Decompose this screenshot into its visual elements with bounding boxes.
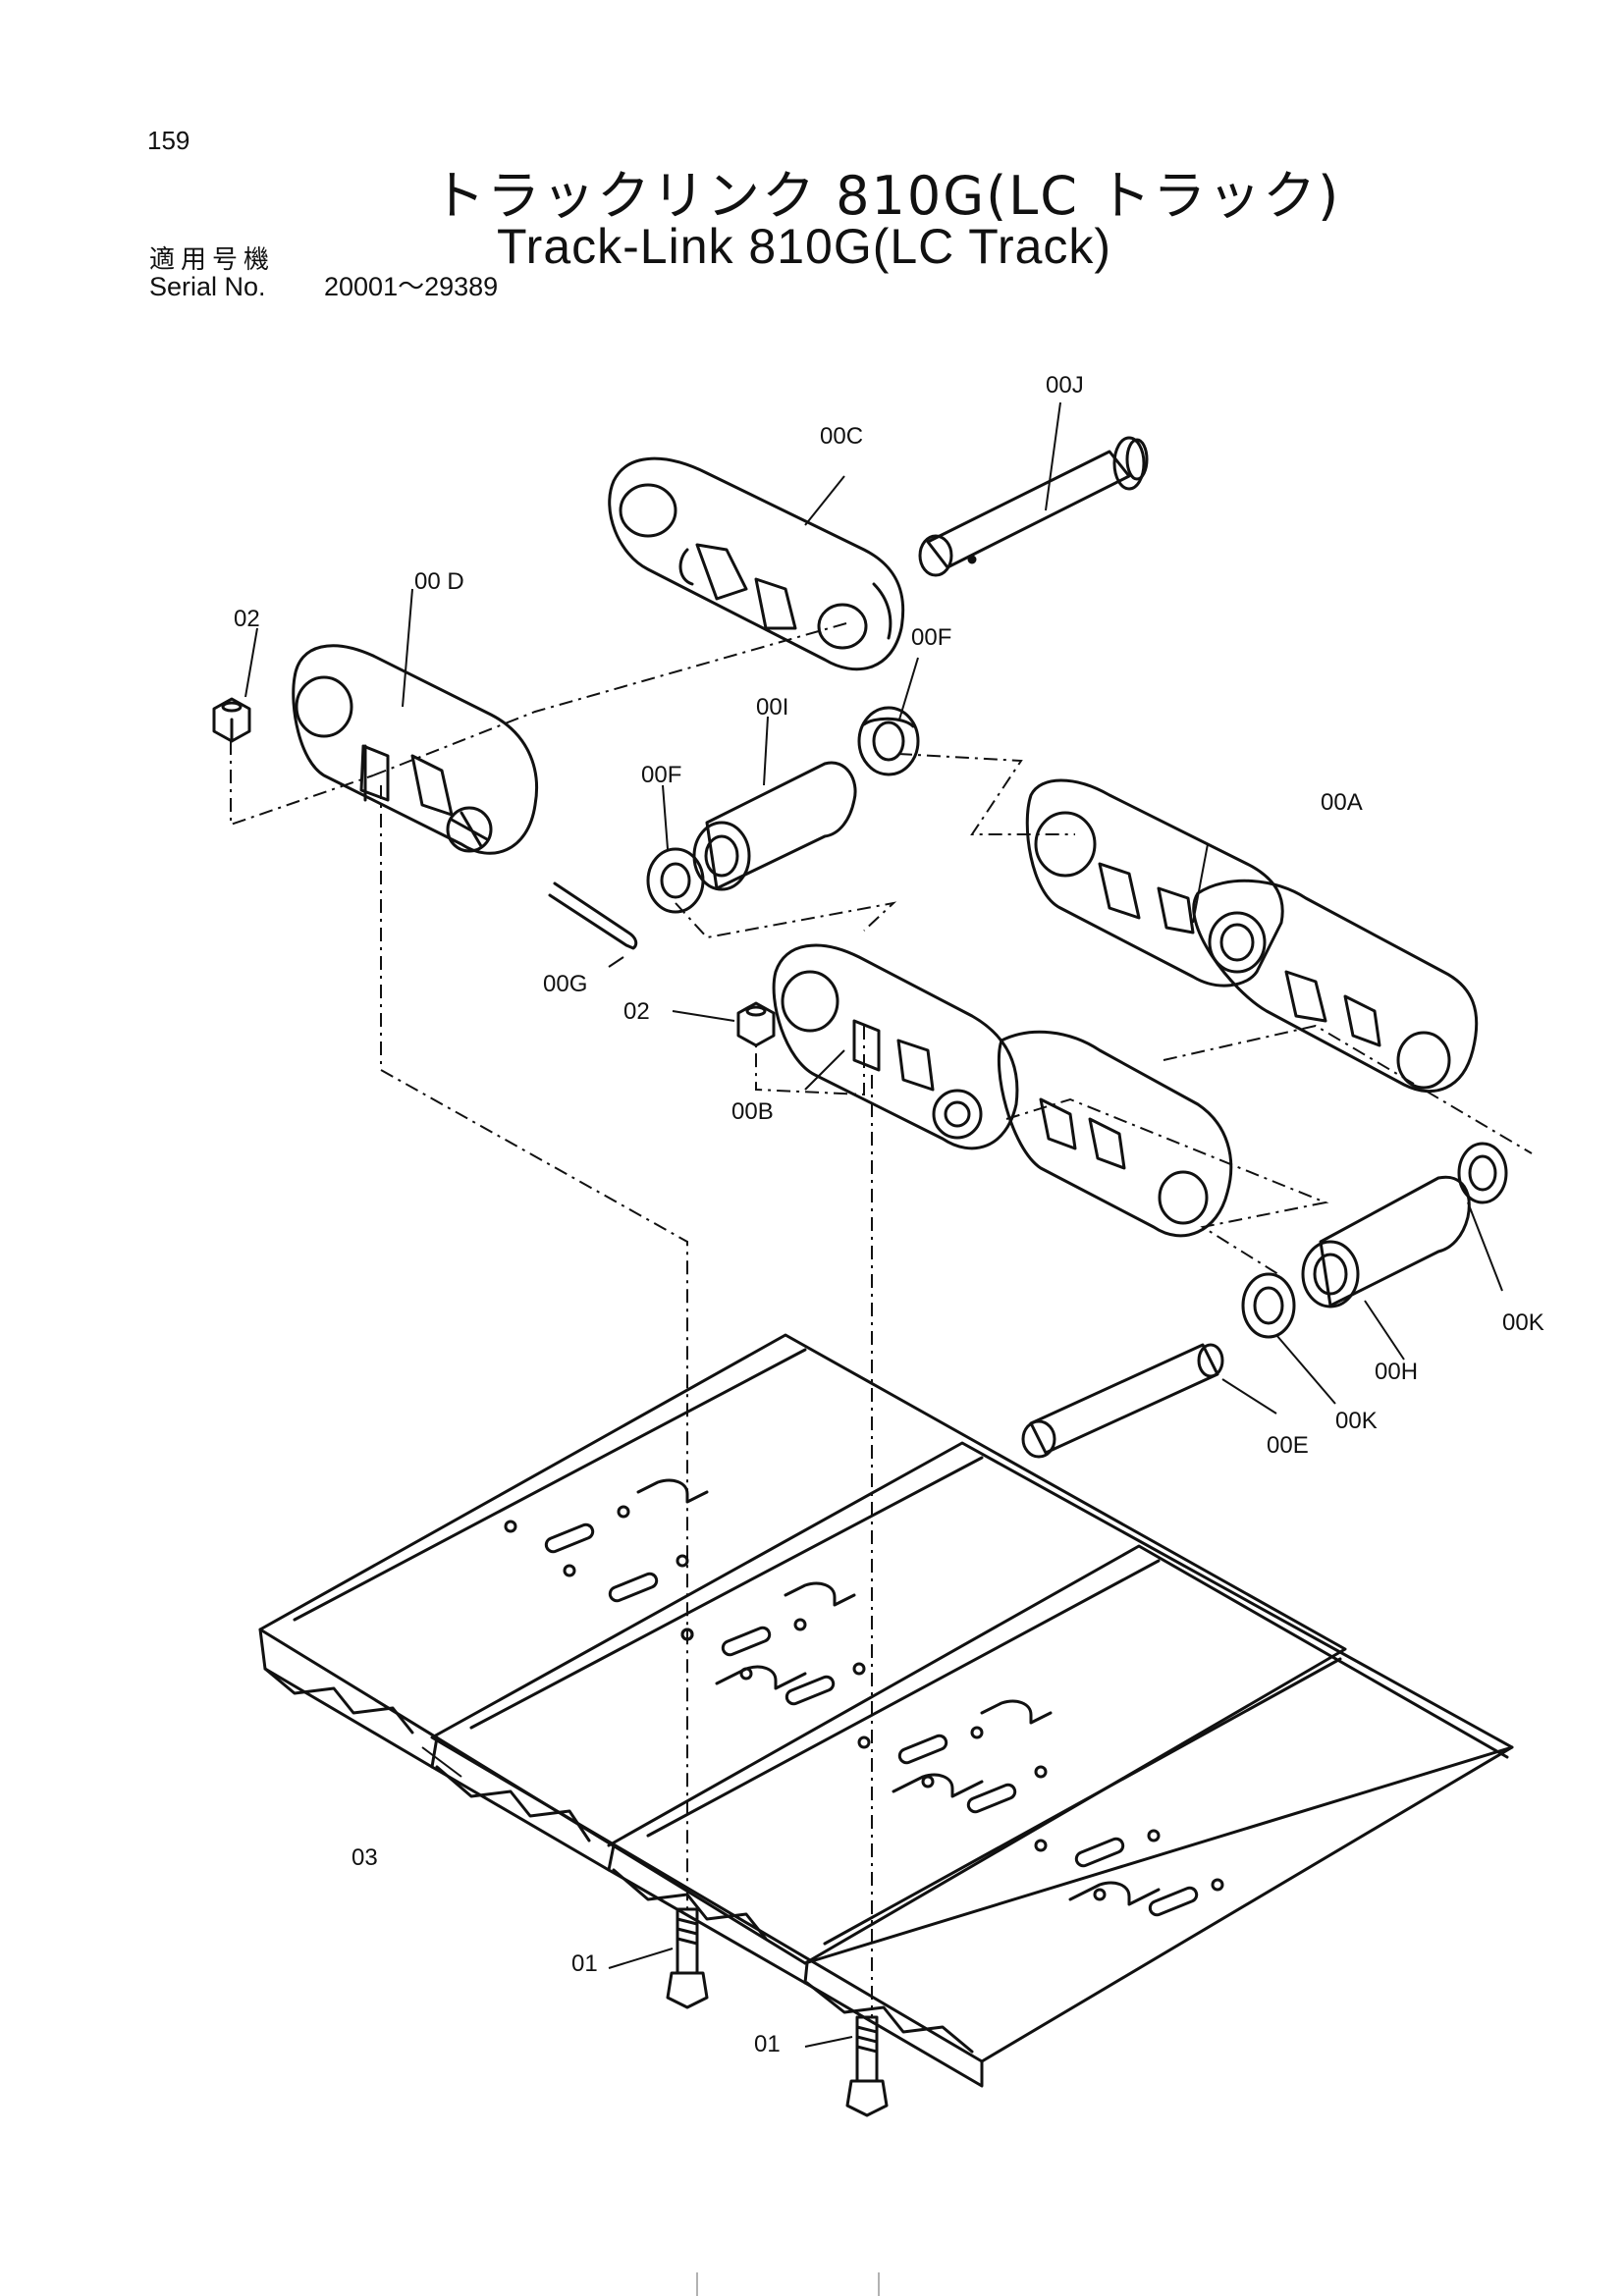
label-03: 03 <box>352 1844 378 1871</box>
label-00I: 00I <box>756 694 788 721</box>
bushing-00H <box>1301 1175 1471 1308</box>
pin-00E <box>1021 1343 1224 1459</box>
label-00F-lower: 00F <box>641 762 681 788</box>
ring-00F-lower <box>646 847 705 914</box>
track-shoes-03 <box>258 1333 1514 2088</box>
link-00D <box>292 644 538 855</box>
bolt-01-left <box>666 1907 709 2009</box>
link-00C <box>608 456 905 671</box>
label-00K-lower: 00K <box>1335 1408 1378 1434</box>
ring-00K-right <box>1457 1142 1508 1204</box>
serial-range: 20001～29389 <box>324 272 499 301</box>
label-00G: 00G <box>543 971 587 997</box>
label-02-center: 02 <box>623 998 650 1025</box>
bolt-01-right <box>845 2015 889 2117</box>
label-01-left: 01 <box>571 1950 598 1977</box>
nut-02-center <box>736 1001 776 1047</box>
nut-02-left <box>212 697 251 743</box>
bushing-00I <box>692 761 857 891</box>
label-00H: 00H <box>1375 1359 1418 1385</box>
label-01-right: 01 <box>754 2031 781 2057</box>
serial-label-en: Serial No. <box>149 272 266 301</box>
serial-label: 適用号機 Serial No. <box>149 240 275 302</box>
link-00A <box>1025 778 1479 1094</box>
ring-00K-lower <box>1241 1272 1296 1339</box>
link-00B <box>772 943 1233 1238</box>
label-00K-right: 00K <box>1502 1309 1544 1336</box>
label-00J: 00J <box>1046 372 1084 399</box>
label-00C: 00C <box>820 423 863 450</box>
label-02-left: 02 <box>234 606 260 632</box>
page-number: 159 <box>147 126 190 155</box>
label-00F-upper: 00F <box>911 624 951 651</box>
label-00A: 00A <box>1321 789 1363 816</box>
ring-00F-upper <box>857 706 920 776</box>
label-00B: 00B <box>731 1098 774 1125</box>
pin-00J <box>918 436 1149 577</box>
serial-label-jp: 適用号機 <box>149 245 276 275</box>
title-english: Track-Link 810G(LC Track) <box>497 219 1112 274</box>
label-00E: 00E <box>1267 1432 1309 1459</box>
pin-00G <box>548 881 638 950</box>
title-japanese: トラックリンク 810G(LC トラック) <box>432 165 1341 227</box>
label-00D: 00 D <box>414 568 464 595</box>
